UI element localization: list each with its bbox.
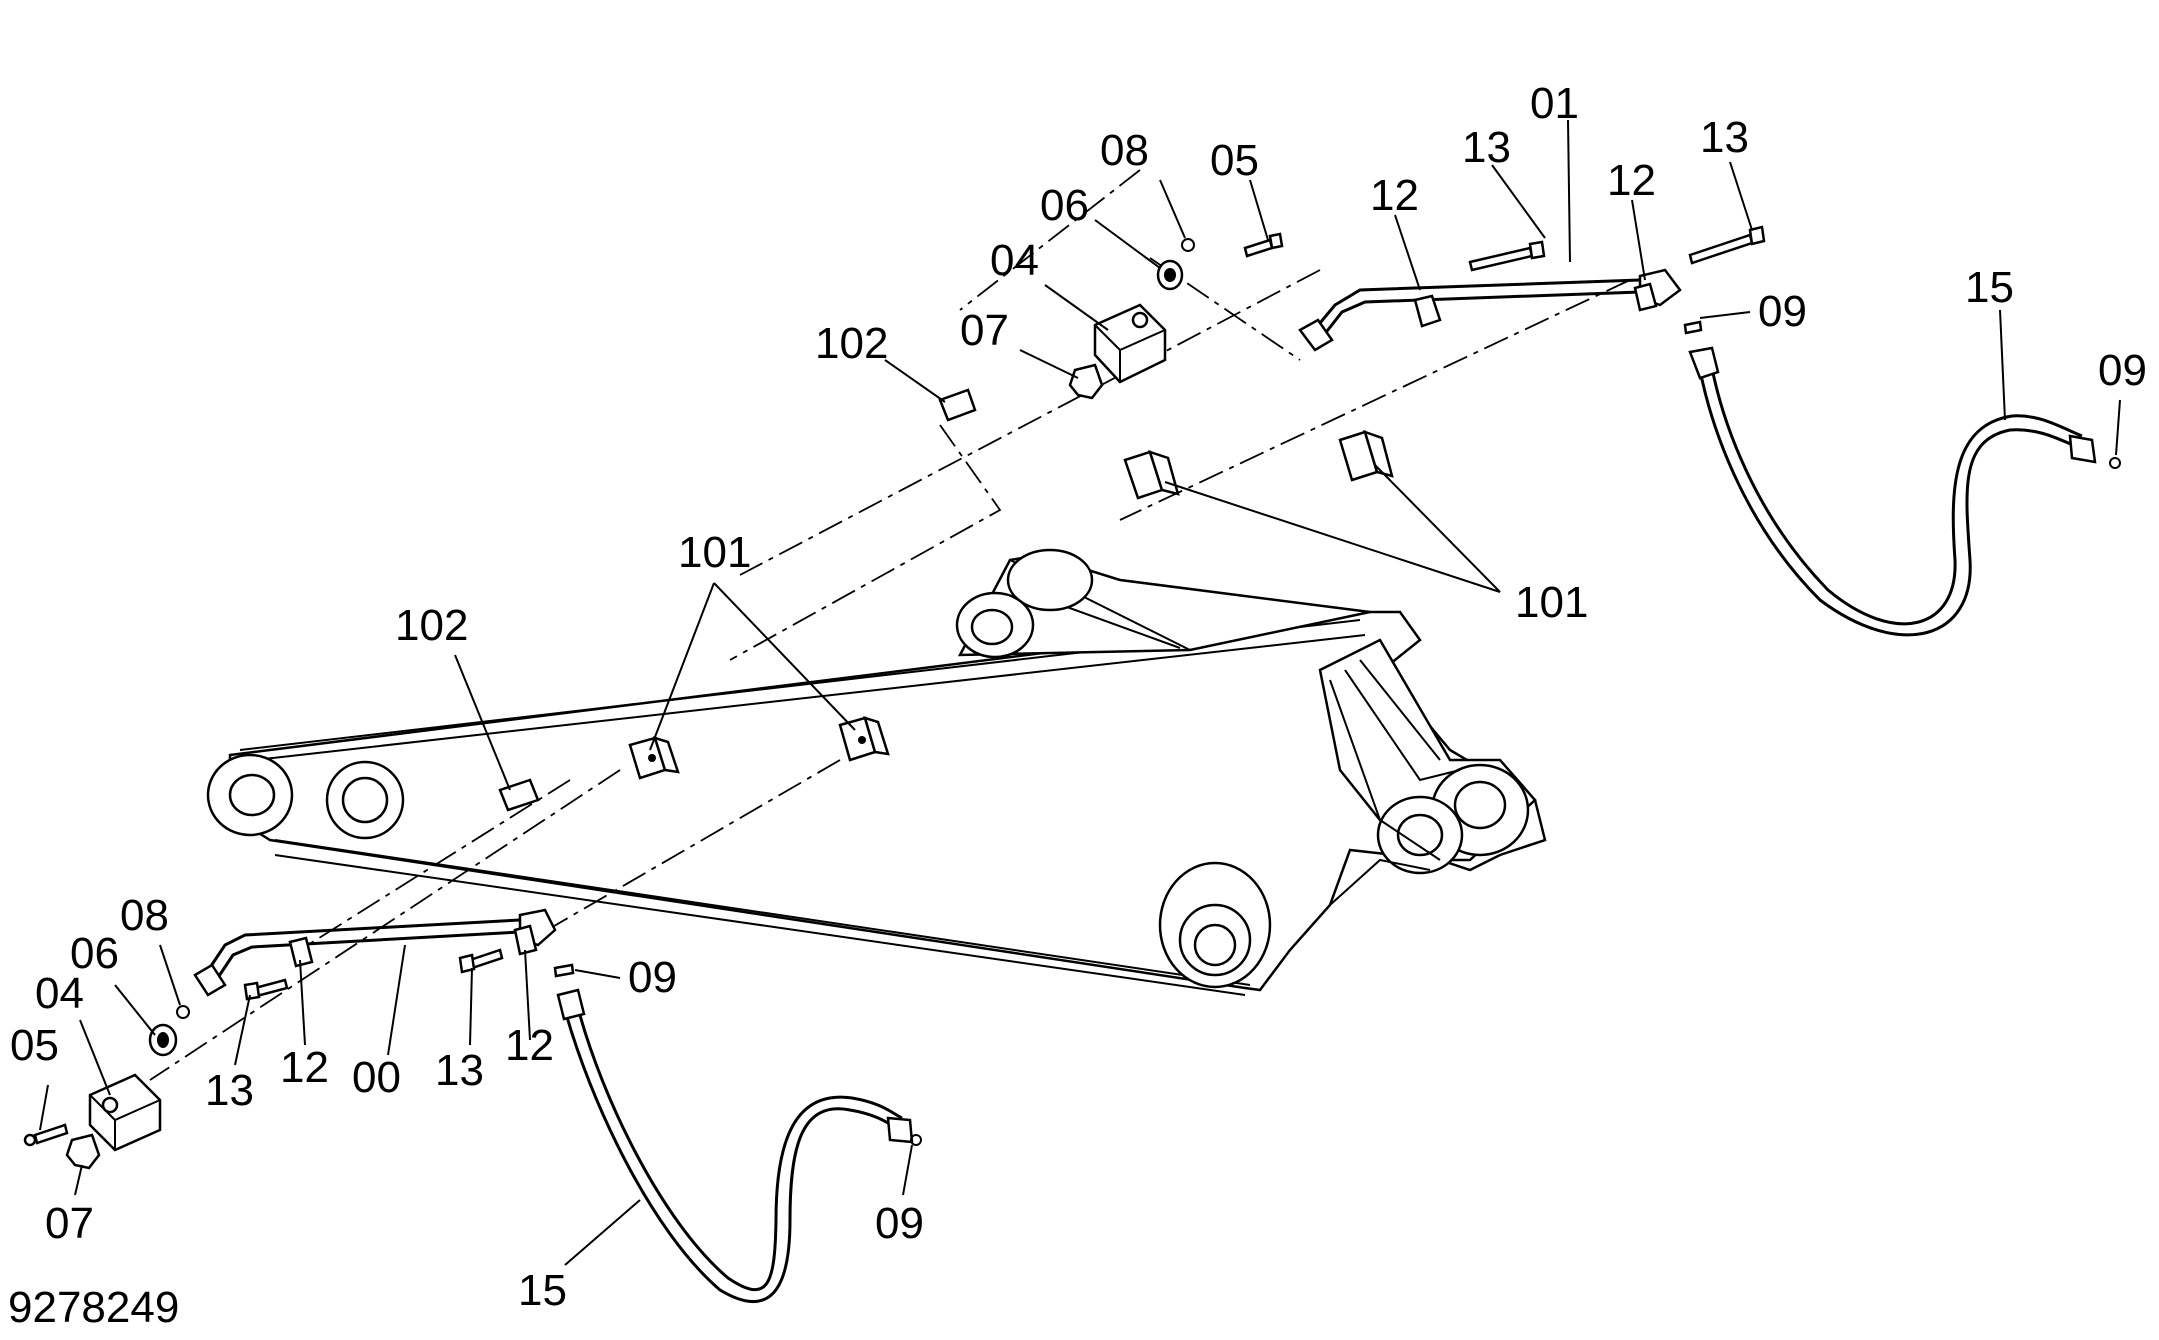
callout-04: 04 (35, 969, 84, 1018)
callout-09: 09 (2098, 346, 2147, 395)
plate-icon (938, 388, 977, 422)
callout-06: 06 (70, 929, 119, 978)
plug-icon (1156, 259, 1184, 291)
bolt-icon (1243, 232, 1284, 258)
callout-09: 09 (875, 1199, 924, 1248)
callout-01: 01 (1530, 79, 1579, 128)
callout-07: 07 (45, 1199, 94, 1248)
fitting-icon (65, 1133, 101, 1170)
callout-12: 12 (505, 1021, 554, 1070)
callout-04: 04 (990, 236, 1039, 285)
bolt-icon (23, 1123, 69, 1147)
mounting-block-icon (1093, 303, 1167, 384)
o-ring-icon (1181, 238, 1195, 252)
hydraulic-hose-icon (1688, 346, 2121, 637)
callout-05: 05 (10, 1021, 59, 1070)
spacer-pad-icon (1123, 430, 1394, 500)
callout-06: 06 (1040, 181, 1089, 230)
hydraulic-hose-icon (556, 988, 922, 1303)
callout-15: 15 (1965, 263, 2014, 312)
callout-15: 15 (518, 1266, 567, 1315)
spacer-pad-icon (628, 716, 890, 780)
plug-icon (148, 1023, 178, 1057)
tube-clamp-icon (288, 924, 538, 968)
excavator-boom-icon (206, 548, 1547, 996)
mounting-block-icon (88, 1073, 162, 1152)
o-ring-icon (176, 1005, 190, 1019)
callout-05: 05 (1210, 136, 1259, 185)
callout-12: 12 (280, 1043, 329, 1092)
fitting-icon (1068, 363, 1104, 400)
callout-09: 09 (628, 953, 677, 1002)
callout-12: 12 (1370, 171, 1419, 220)
callout-13: 13 (1700, 113, 1749, 162)
callout-101: 101 (1515, 578, 1588, 627)
callout-08: 08 (1100, 126, 1149, 175)
o-ring-icon (553, 963, 575, 978)
callout-102: 102 (395, 601, 468, 650)
tube-clamp-icon (1413, 282, 1658, 328)
callout-13: 13 (435, 1046, 484, 1095)
callout-101: 101 (678, 528, 751, 577)
callout-12: 12 (1607, 156, 1656, 205)
bolt-icon (243, 948, 504, 1001)
callout-08: 08 (120, 891, 169, 940)
o-ring-icon (1683, 320, 1703, 335)
callout-13: 13 (205, 1066, 254, 1115)
bolt-icon (1468, 225, 1766, 272)
leader-lines (39, 119, 2121, 1266)
document-number: 9278249 (8, 1283, 179, 1332)
callout-07: 07 (960, 306, 1009, 355)
callout-102: 102 (815, 319, 888, 368)
callout-00: 00 (352, 1053, 401, 1102)
callout-13: 13 (1462, 123, 1511, 172)
callout-09: 09 (1758, 287, 1807, 336)
hydraulic-tube-icon (1298, 268, 1682, 352)
